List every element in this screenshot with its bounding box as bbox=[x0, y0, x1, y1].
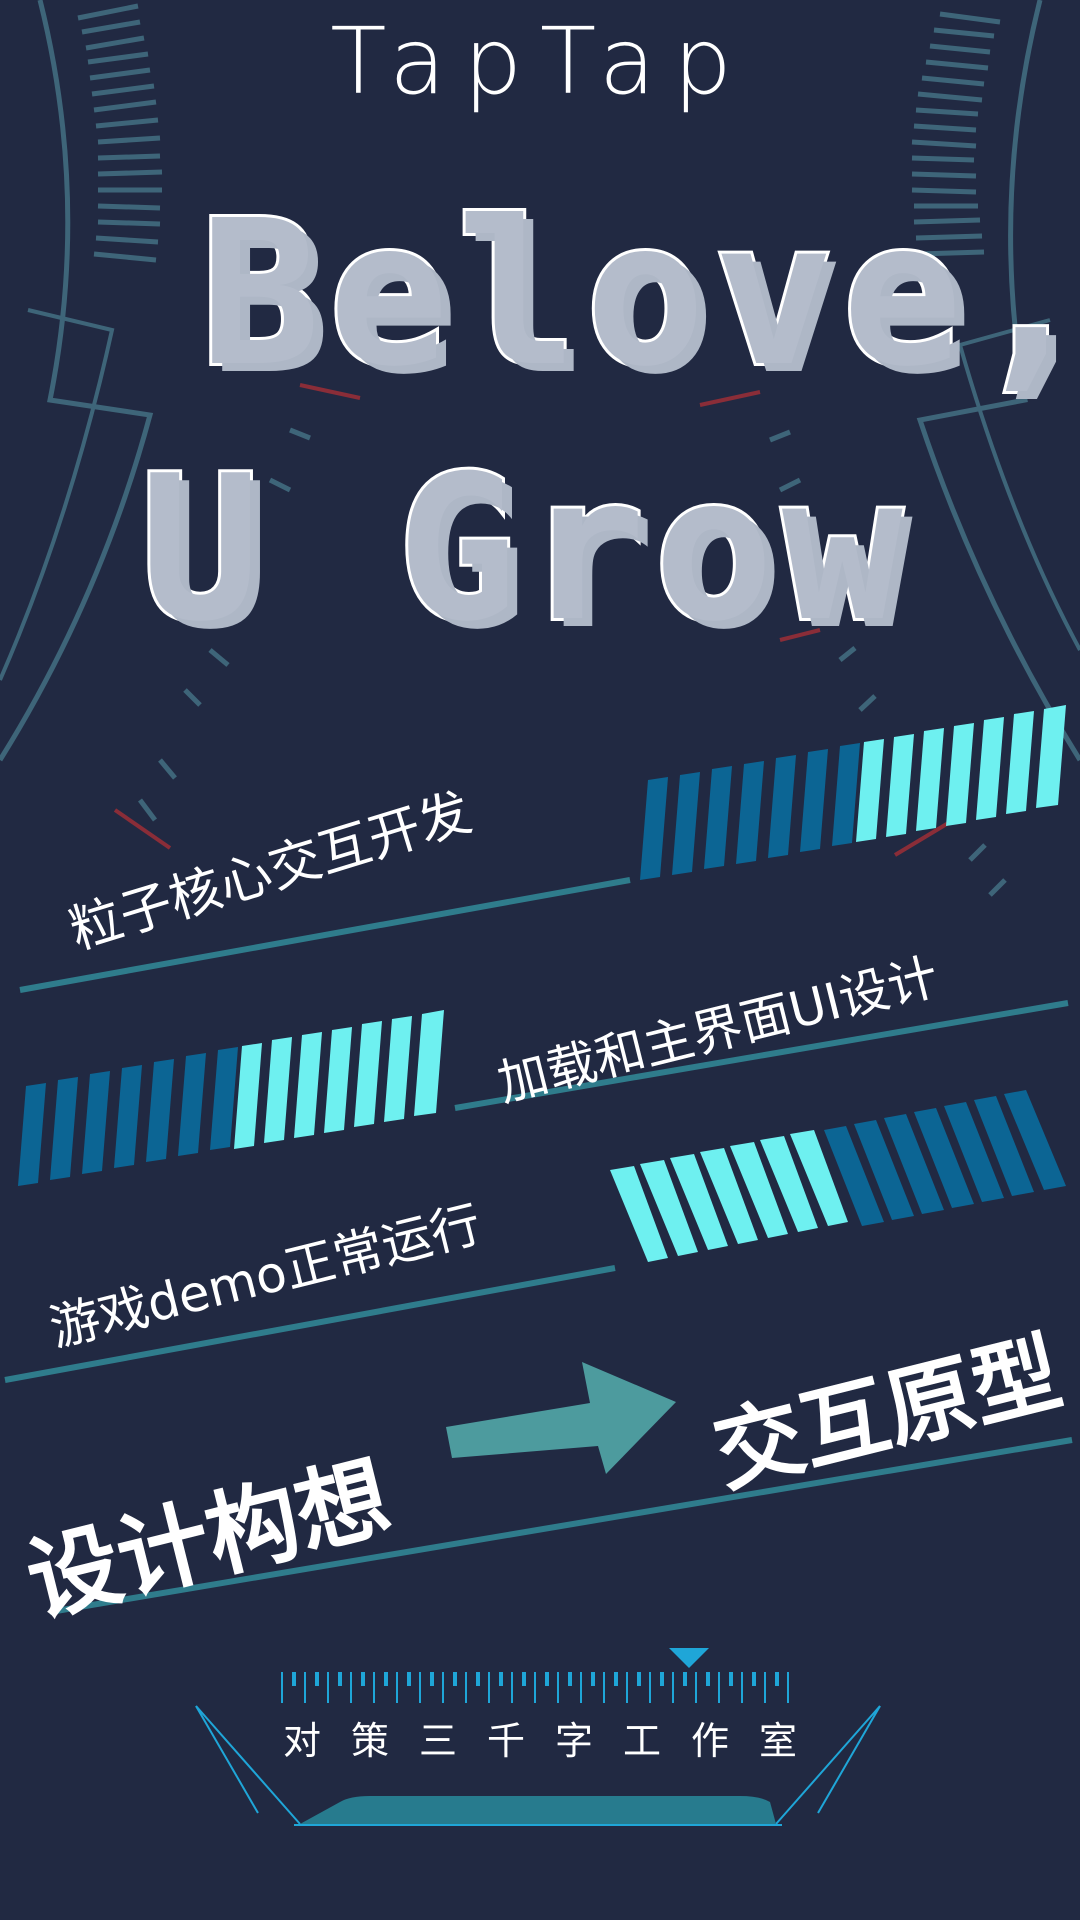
arrow-right-icon bbox=[446, 1362, 676, 1474]
brand-title: TapTap bbox=[330, 8, 750, 115]
progress-bar-3 bbox=[610, 1090, 1066, 1262]
studio-name: 对策三千字工作室 bbox=[282, 1719, 827, 1763]
headline-line-2: U Grow bbox=[137, 433, 911, 666]
triangle-down-icon bbox=[669, 1648, 709, 1668]
progress-bar-2 bbox=[18, 1010, 444, 1186]
headline-line-1: Belove, bbox=[197, 178, 1080, 411]
progress-bar-1 bbox=[640, 705, 1066, 880]
